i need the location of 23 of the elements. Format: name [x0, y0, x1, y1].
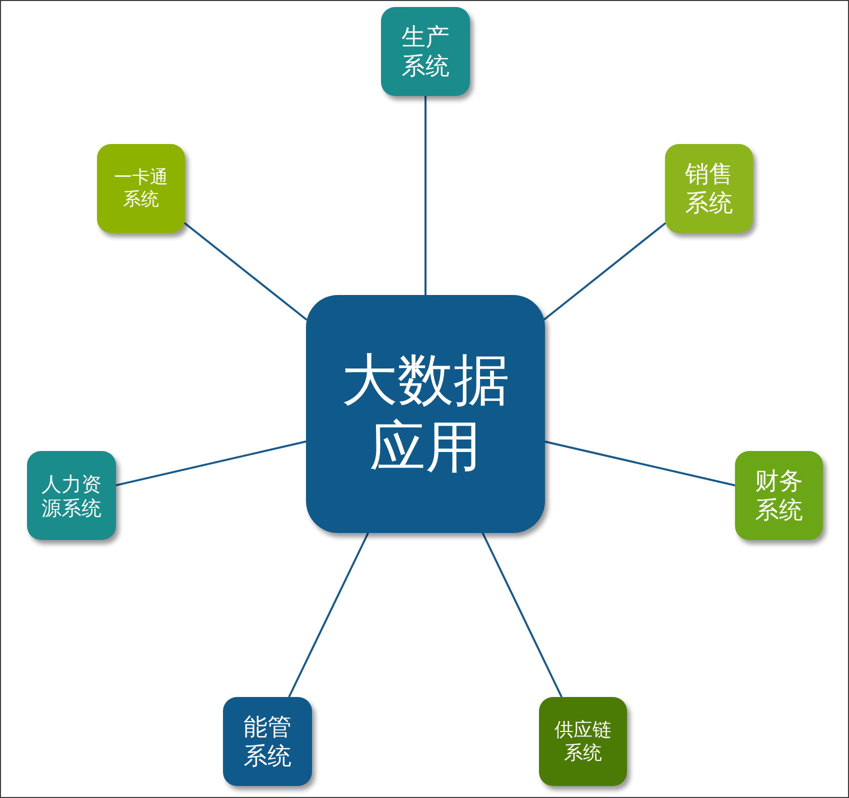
- system-box: [735, 451, 823, 540]
- connector-line: [543, 222, 666, 320]
- connector-line: [184, 222, 308, 321]
- hub-box: [306, 295, 545, 533]
- node-label: 能管系统: [244, 712, 292, 770]
- system-box: [539, 697, 627, 786]
- node-label: 生产系统: [402, 22, 450, 80]
- connector-line: [424, 96, 426, 295]
- connector-line: [288, 532, 369, 698]
- node-label: 一卡通系统: [114, 166, 168, 210]
- node-label: 财务系统: [755, 466, 803, 524]
- connector-line: [544, 440, 736, 486]
- system-box: [381, 7, 470, 96]
- system-box: [223, 697, 312, 786]
- connector-line: [116, 440, 306, 486]
- node-label: 销售系统: [685, 160, 733, 218]
- connector-line: [482, 532, 562, 698]
- node-label: 大数据应用: [342, 346, 510, 482]
- node-label: 人力资源系统: [42, 472, 102, 520]
- system-box: [97, 144, 185, 233]
- node-label: 供应链系统: [554, 718, 612, 764]
- system-box: [665, 144, 753, 233]
- system-box: [27, 451, 116, 540]
